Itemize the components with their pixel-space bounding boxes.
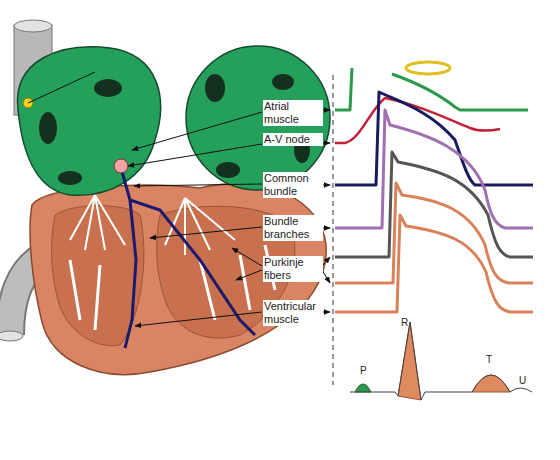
structure-label: A-V node xyxy=(263,133,323,146)
structure-label: Ventricular muscle xyxy=(263,300,323,326)
leader-arrow xyxy=(128,144,262,166)
ventricular-trace xyxy=(335,215,533,312)
chordae xyxy=(70,195,275,330)
wave-label: T xyxy=(486,353,492,366)
trace-arrow xyxy=(322,110,330,111)
structure-label: Common bundle xyxy=(263,172,323,198)
trabeculae xyxy=(70,245,275,330)
p-wave xyxy=(355,384,371,392)
sa-trace xyxy=(406,62,450,74)
atrium xyxy=(17,47,160,195)
ostium xyxy=(39,112,57,144)
trace-arrow xyxy=(322,143,330,144)
leader-arrow xyxy=(134,184,262,186)
qrs-complex xyxy=(398,322,421,400)
ostium xyxy=(205,74,225,102)
ostium xyxy=(94,79,122,97)
ostium xyxy=(216,162,240,178)
leader-arrows xyxy=(128,110,330,326)
vessel-opening xyxy=(0,331,23,341)
trace-arrow xyxy=(322,312,330,313)
av-node xyxy=(114,159,128,173)
leader-line xyxy=(28,72,95,103)
av-trace xyxy=(335,98,500,143)
trace-arrow xyxy=(322,185,330,186)
trace-arrow xyxy=(322,270,330,283)
ecg-trace xyxy=(350,322,532,400)
trace-arrow xyxy=(322,228,330,229)
action-potentials xyxy=(335,68,533,312)
leader-arrow xyxy=(132,112,262,150)
vessel-ostia xyxy=(39,74,310,185)
structure-label: Purkinje fibers xyxy=(263,256,323,282)
vessel-opening xyxy=(14,20,52,32)
time-marker xyxy=(333,75,334,385)
leader-arrow xyxy=(232,248,262,266)
purkinje-trace xyxy=(335,152,533,257)
ventricle-wall xyxy=(30,183,326,374)
wave-label: U xyxy=(519,374,526,387)
trace-arrow xyxy=(322,257,330,266)
left-bundle xyxy=(121,168,136,348)
structure-label: Bundle branches xyxy=(263,215,323,241)
chordae-lines xyxy=(165,198,235,255)
leader-arrow xyxy=(150,227,262,238)
structure-label: Atrial muscle xyxy=(263,100,323,126)
leader-arrow xyxy=(135,312,262,326)
branch-trace xyxy=(335,110,533,228)
wave-label: R xyxy=(401,316,408,329)
ostium xyxy=(272,74,294,90)
chordae-lines xyxy=(70,195,125,250)
ostium xyxy=(58,171,82,185)
wave-label: P xyxy=(360,364,367,377)
atrial-trace xyxy=(335,68,528,110)
atrium xyxy=(186,46,330,190)
leader-arrow xyxy=(236,270,262,280)
